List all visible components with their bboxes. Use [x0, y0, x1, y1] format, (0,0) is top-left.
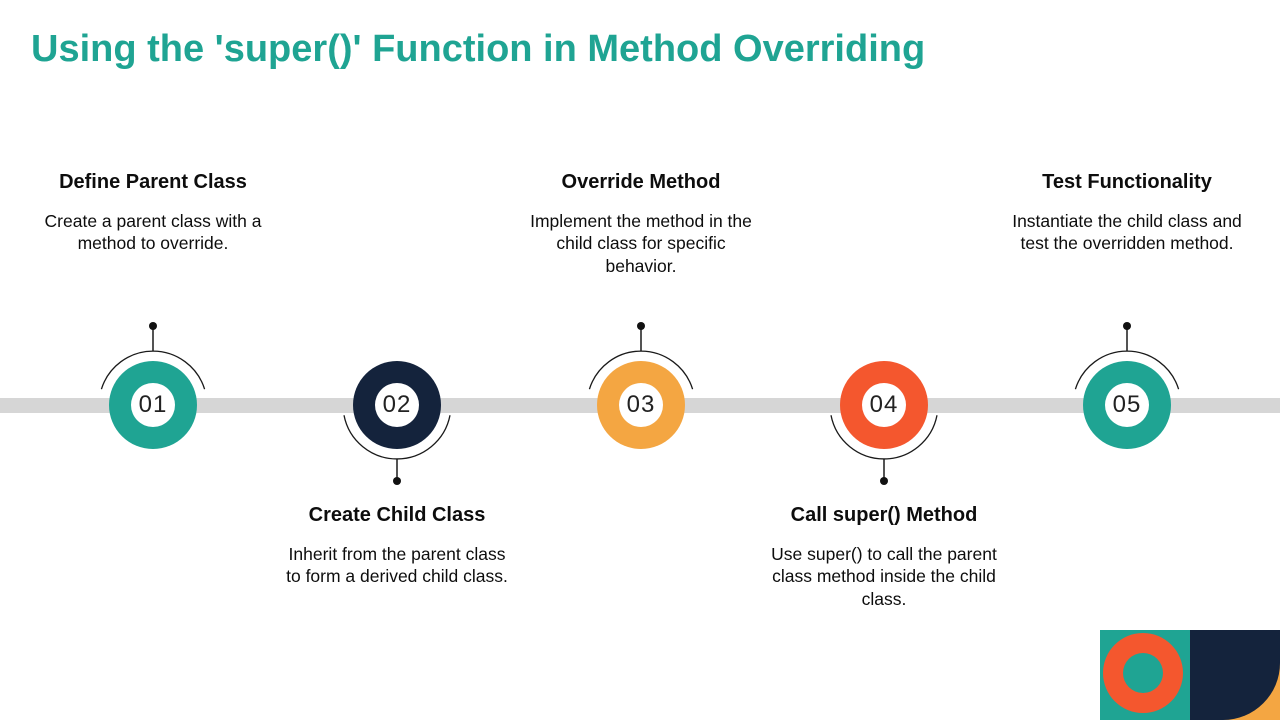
- step-circle-3: 03: [597, 361, 685, 449]
- step-description-3: Implement the method in the child class …: [530, 211, 752, 276]
- step-description-4: Use super() to call the parent class met…: [771, 544, 997, 609]
- milestone-step-1: 01: [83, 318, 223, 493]
- step-description-5: Instantiate the child class and test the…: [1012, 211, 1242, 254]
- milestone-connector-top-icon: [588, 322, 694, 390]
- milestone-step-4: 04: [814, 317, 954, 492]
- step-number-1: 01: [131, 383, 175, 427]
- decoration-ring-center: [1123, 653, 1163, 693]
- step-circle-4: 04: [840, 361, 928, 449]
- step-number-2: 02: [375, 383, 419, 427]
- milestone-step-3: 03: [571, 318, 711, 493]
- milestone-connector-top-icon: [100, 322, 206, 390]
- step-circle-2: 02: [353, 361, 441, 449]
- step-title-3: Override Method: [561, 171, 721, 193]
- step-number-5: 05: [1105, 383, 1149, 427]
- decoration-amber-corner: [1190, 630, 1280, 720]
- milestone-connector-bottom-icon: [343, 415, 451, 485]
- step-text-4: Call super() Method Use super() to call …: [734, 503, 1034, 610]
- step-text-5: Test Functionality Instantiate the child…: [977, 170, 1277, 255]
- step-description-2: Inherit from the parent class to form a …: [286, 544, 508, 587]
- decoration-navy-rounded-square: [1190, 630, 1280, 720]
- step-number-4: 04: [862, 383, 906, 427]
- step-circle-1: 01: [109, 361, 197, 449]
- step-text-3: Override Method Implement the method in …: [491, 170, 791, 277]
- milestone-connector-bottom-icon: [830, 415, 938, 485]
- milestone-step-2: 02: [327, 317, 467, 492]
- step-number-3: 03: [619, 383, 663, 427]
- step-circle-5: 05: [1083, 361, 1171, 449]
- decoration-orange-ring-icon: [1103, 633, 1183, 713]
- corner-decoration: [1100, 630, 1280, 720]
- step-title-5: Test Functionality: [1042, 171, 1212, 193]
- step-title-4: Call super() Method: [790, 504, 978, 526]
- step-description-1: Create a parent class with a method to o…: [44, 211, 262, 254]
- step-text-1: Define Parent Class Create a parent clas…: [3, 170, 303, 255]
- milestone-step-5: 05: [1057, 318, 1197, 493]
- milestone-connector-top-icon: [1074, 322, 1180, 390]
- step-text-2: Create Child Class Inherit from the pare…: [247, 503, 547, 588]
- step-title-2: Create Child Class: [308, 504, 486, 526]
- slide-title: Using the 'super()' Function in Method O…: [31, 28, 926, 70]
- step-title-1: Define Parent Class: [59, 171, 247, 193]
- decoration-teal-square: [1100, 630, 1190, 720]
